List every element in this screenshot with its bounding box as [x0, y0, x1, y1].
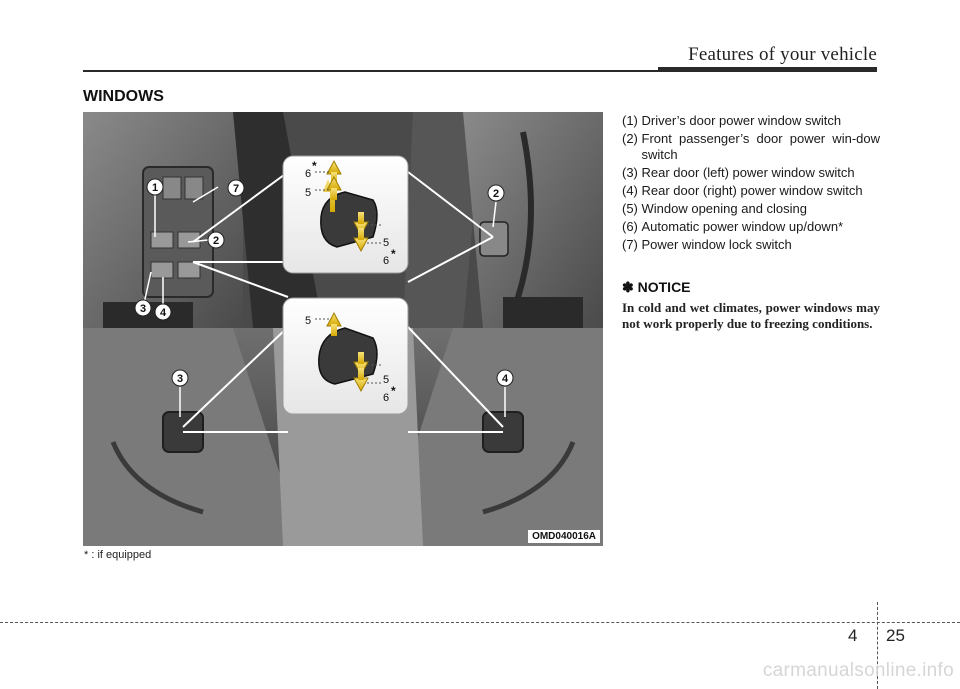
- inset1-label-6b: 6: [383, 255, 389, 267]
- legend-item: (4) Rear door (right) power window switc…: [622, 183, 880, 199]
- legend-number: (5): [622, 201, 642, 216]
- legend-number: (7): [622, 237, 642, 252]
- legend-text: Driver’s door power window switch: [641, 113, 842, 128]
- inset1-label-5: 5: [305, 187, 311, 199]
- inset2-label-5b: 5: [383, 374, 389, 386]
- legend-item: (5) Window opening and closing: [622, 201, 880, 217]
- callout-2-passenger: 2: [487, 184, 505, 202]
- inset-front-switch: 6 * 5 5 6 *: [282, 155, 409, 274]
- callout-4-rear: 4: [496, 369, 514, 387]
- svg-text:1: 1: [152, 182, 158, 194]
- svg-text:3: 3: [177, 373, 183, 385]
- inset1-star: *: [312, 159, 317, 173]
- legend-number: (2): [622, 131, 642, 146]
- watermark: carmanualsonline.info: [762, 660, 954, 681]
- legend-number: (1): [622, 113, 642, 128]
- callout-1: 1: [146, 178, 164, 196]
- legend-item: (7) Power window lock switch: [622, 237, 880, 253]
- legend-number: (6): [622, 219, 642, 234]
- inset-rear-switch: 5 5 6 *: [282, 297, 409, 415]
- illustration-drawing: 6 * 5 5 6 * 5 5 6 * 1: [83, 112, 603, 546]
- figure-footnote: * : if equipped: [84, 549, 152, 561]
- notice-body: In cold and wet climates, power windows …: [622, 300, 880, 331]
- callout-7: 7: [227, 179, 245, 197]
- legend-item: (6) Automatic power window up/down*: [622, 219, 880, 235]
- legend-number: (3): [622, 165, 642, 180]
- page-number: 25: [886, 626, 905, 645]
- legend-text: Window opening and closing: [641, 201, 808, 216]
- inset2-star: *: [391, 384, 396, 398]
- legend-number: (4): [622, 183, 642, 198]
- legend-text: Front passenger’s door power win-dow swi…: [641, 131, 881, 162]
- inset2-label-6: 6: [383, 392, 389, 404]
- svg-text:2: 2: [493, 188, 499, 200]
- page-header-title: Features of your vehicle: [688, 44, 877, 65]
- page-chapter: 4: [848, 626, 858, 645]
- inset1-label-6: 6: [305, 168, 311, 180]
- legend-text: Power window lock switch: [641, 237, 792, 252]
- footer-divider: [877, 602, 878, 689]
- figure-code: OMD040016A: [528, 530, 600, 543]
- svg-text:4: 4: [160, 307, 167, 319]
- section-title: WINDOWS: [83, 88, 164, 105]
- legend-list: (1) Driver’s door power window switch (2…: [622, 113, 880, 255]
- inset1-star-b: *: [391, 247, 396, 261]
- svg-text:4: 4: [502, 373, 509, 385]
- notice-icon: ✽: [622, 279, 634, 295]
- legend-item: (3) Rear door (left) power window switch: [622, 165, 880, 181]
- notice-title: NOTICE: [637, 279, 691, 295]
- header-rule-accent: [658, 67, 877, 72]
- inset2-label-5: 5: [305, 315, 311, 327]
- legend-text: Rear door (right) power window switch: [641, 183, 863, 198]
- passenger-switch: [479, 221, 509, 257]
- legend-item: (1) Driver’s door power window switch: [622, 113, 880, 129]
- svg-text:2: 2: [213, 235, 219, 247]
- footer-rule: [0, 622, 960, 623]
- notice-heading: ✽ NOTICE: [622, 279, 691, 296]
- callout-3-rear: 3: [171, 369, 189, 387]
- legend-text: Automatic power window up/down*: [641, 219, 844, 234]
- inset1-label-5b: 5: [383, 237, 389, 249]
- svg-text:3: 3: [140, 303, 146, 315]
- header-rule: [83, 70, 877, 72]
- legend-text: Rear door (left) power window switch: [641, 165, 855, 180]
- callout-2-driver: 2: [207, 231, 225, 249]
- window-switch-illustration: 6 * 5 5 6 * 5 5 6 * 1: [83, 112, 603, 546]
- legend-item: (2) Front passenger’s door power win-dow…: [622, 131, 880, 163]
- svg-text:7: 7: [233, 183, 239, 195]
- callout-4-driver: 4: [154, 303, 172, 321]
- callout-3-driver: 3: [134, 299, 152, 317]
